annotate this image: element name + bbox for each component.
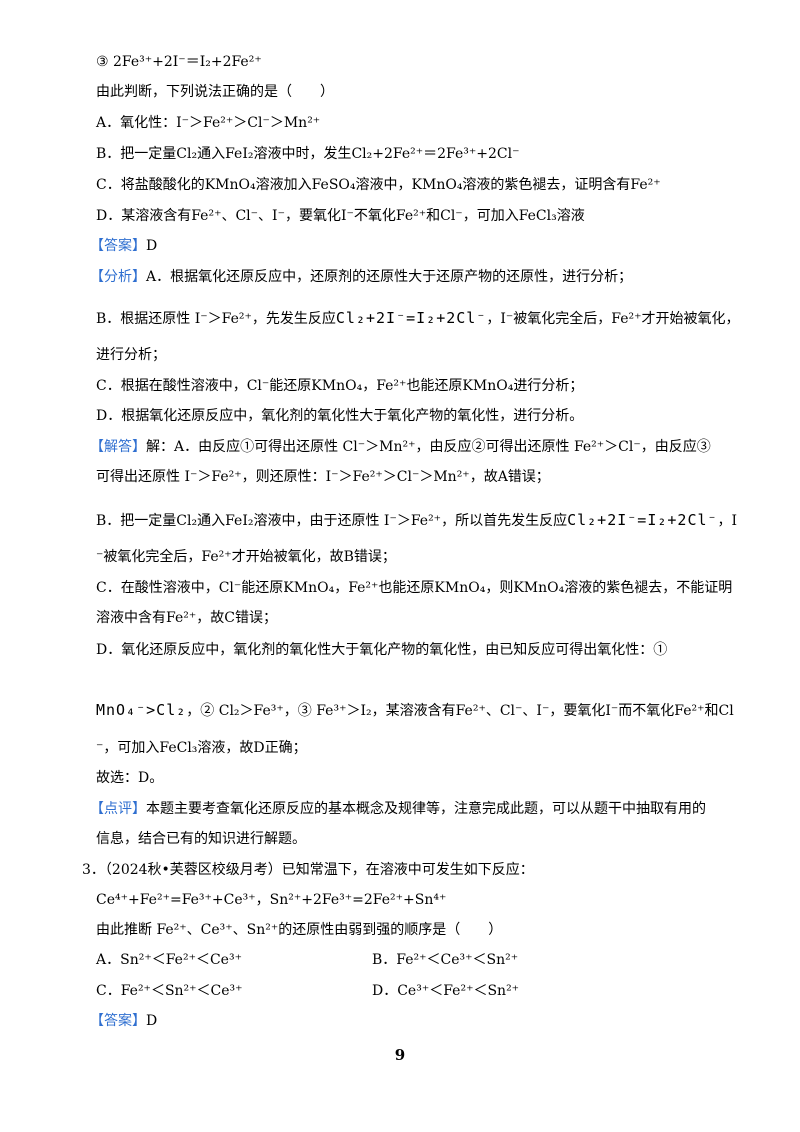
solution-c2: 溶液中含有Fe²⁺，故C错误； [96, 610, 277, 626]
analysis-tag: 【分析】 [90, 269, 146, 285]
answer-tag: 【答案】 [90, 238, 146, 254]
solution-a1: 【解答】解：A．由反应①可得出还原性 Cl⁻＞Mn²⁺，由反应②可得出还原性 F… [90, 439, 711, 455]
solution-tag: 【解答】 [90, 439, 146, 455]
analysis-a: 【分析】A．根据氧化还原反应中，还原剂的还原性大于还原产物的还原性，进行分析； [90, 269, 633, 285]
q3-stem: 3．（2024秋•芙蓉区校级月考）已知常温下，在溶液中可发生如下反应： [82, 862, 534, 878]
q3-option-c: C．Fe²⁺＜Sn²⁺＜Ce³⁺ [96, 983, 243, 999]
option-d: D．某溶液含有Fe²⁺、Cl⁻、I⁻，要氧化I⁻不氧化Fe²⁺和Cl⁻，可加入F… [96, 208, 585, 224]
solution-c1: C．在酸性溶液中，Cl⁻能还原KMnO₄，Fe²⁺也能还原KMnO₄，则KMnO… [96, 580, 733, 596]
question-prompt: 由此判断，下列说法正确的是（ ） [96, 84, 334, 100]
analysis-b-cont: 进行分析； [96, 347, 166, 363]
answer-value: D [146, 238, 158, 254]
q3-option-a: A．Sn²⁺＜Fe²⁺＜Ce³⁺ [96, 952, 242, 968]
q3-answer: 【答案】D [90, 1011, 720, 1031]
solution-choice: 故选：D。 [96, 770, 164, 786]
equation-image: Cl₂+2I⁻=I₂+2Cl⁻ [335, 309, 487, 327]
q3-option-d: D．Ce³⁺＜Fe²⁺＜Sn²⁺ [372, 983, 520, 999]
option-a: A．氧化性：I⁻＞Fe²⁺＞Cl⁻＞Mn²⁺ [96, 115, 321, 131]
solution-d1: D．氧化还原反应中，氧化剂的氧化性大于氧化产物的氧化性，由已知反应可得出氧化性：… [96, 642, 668, 658]
equation-image: MnO₄⁻>Cl₂ [96, 701, 187, 719]
page-number: 9 [394, 1046, 406, 1064]
answer-tag: 【答案】 [90, 1013, 146, 1029]
solution-a2: 可得出还原性 I⁻＞Fe²⁺，则还原性：I⁻＞Fe²⁺＞Cl⁻＞Mn²⁺，故A错… [96, 469, 550, 485]
analysis-b: B．根据还原性 I⁻＞Fe²⁺，先发生反应Cl₂+2I⁻=I₂+2Cl⁻，I⁻被… [96, 309, 740, 327]
comment-tag: 【点评】 [90, 801, 146, 817]
analysis-d: D．根据氧化还原反应中，氧化剂的氧化性大于氧化产物的氧化性，进行分析。 [96, 408, 584, 424]
comment-l2: 信息，结合已有的知识进行解题。 [96, 831, 306, 847]
solution-b2: ⁻被氧化完全后，Fe²⁺才开始被氧化，故B错误； [96, 549, 396, 565]
solution-d3: ⁻，可加入FeCl₃溶液，故D正确； [96, 740, 307, 756]
analysis-c: C．根据在酸性溶液中，Cl⁻能还原KMnO₄，Fe²⁺也能还原KMnO₄进行分析… [96, 378, 584, 394]
reaction-3: ③ 2Fe³⁺+2I⁻＝I₂+2Fe²⁺ [96, 54, 262, 70]
q3-option-b: B．Fe²⁺＜Ce³⁺＜Sn²⁺ [372, 952, 519, 968]
solution-b1: B．把一定量Cl₂通入FeI₂溶液中，由于还原性 I⁻＞Fe²⁺，所以首先发生反… [96, 511, 738, 529]
option-b: B．把一定量Cl₂通入FeI₂溶液中时，发生Cl₂+2Fe²⁺＝2Fe³⁺+2C… [96, 146, 520, 162]
solution-d2: MnO₄⁻>Cl₂，② Cl₂＞Fe³⁺，③ Fe³⁺＞I₂，某溶液含有Fe²⁺… [96, 701, 734, 719]
answer-line: 【答案】D [90, 236, 720, 256]
q3-reactions: Ce⁴⁺+Fe²⁺=Fe³⁺+Ce³⁺，Sn²⁺+2Fe³⁺=2Fe²⁺+Sn⁴… [96, 892, 447, 908]
answer-value: D [146, 1013, 158, 1029]
q3-question: 由此推断 Fe²⁺、Ce³⁺、Sn²⁺的还原性由弱到强的顺序是（ ） [96, 922, 503, 938]
comment-l1: 【点评】本题主要考查氧化还原反应的基本概念及规律等，注意完成此题，可以从题干中抽… [90, 801, 706, 817]
equation-image: Cl₂+2I⁻=I₂+2Cl⁻ [567, 511, 718, 529]
option-c: C．将盐酸酸化的KMnO₄溶液加入FeSO₄溶液中，KMnO₄溶液的紫色褪去，证… [96, 177, 661, 193]
